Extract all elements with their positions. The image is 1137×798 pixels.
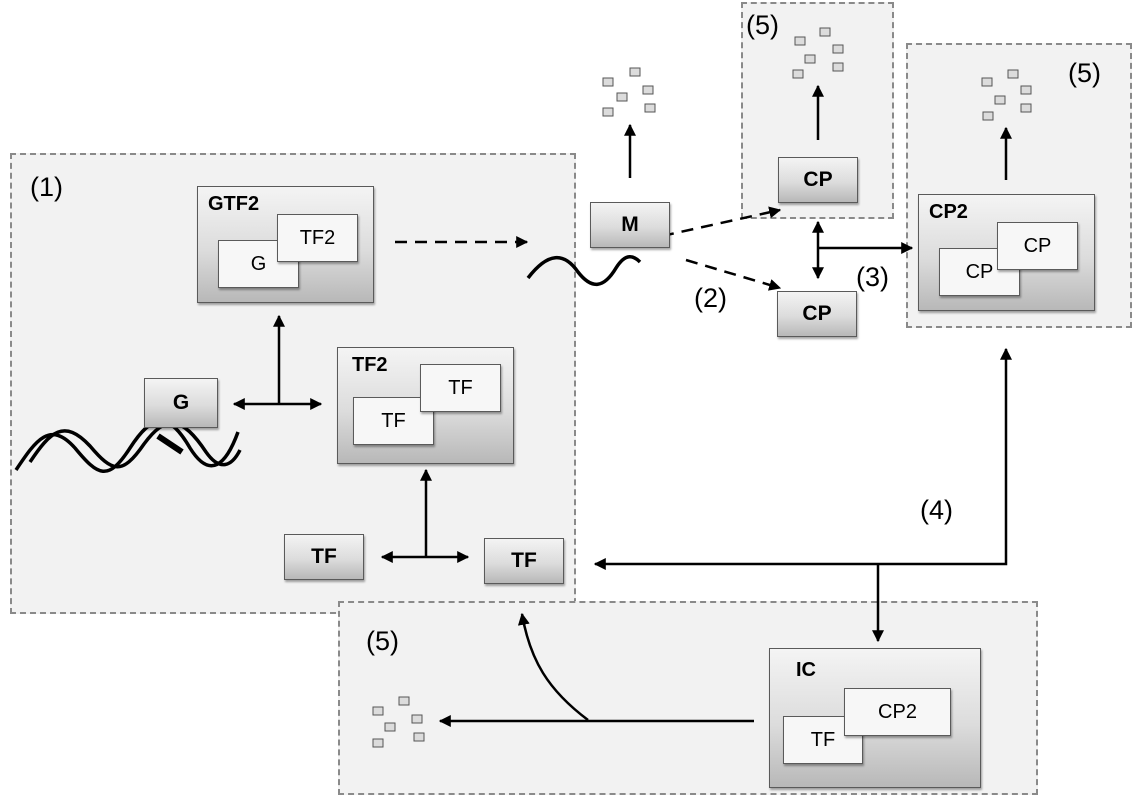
region-5-bottom-label: (5) bbox=[366, 626, 399, 656]
cp2-caption: CP2 bbox=[929, 201, 968, 223]
region-1-label: (1) bbox=[30, 172, 63, 202]
tf2-inner-tf-b: TF bbox=[420, 364, 501, 412]
cp2-inner-cp-b: CP bbox=[997, 222, 1078, 270]
step-4-label: (4) bbox=[920, 495, 953, 525]
gtf2-inner-tf2: TF2 bbox=[277, 214, 358, 262]
arrow-tf-release bbox=[517, 612, 589, 721]
region-5-top-label: (5) bbox=[746, 10, 779, 40]
ic-caption: IC bbox=[796, 659, 816, 681]
ic-inner-tf: TF bbox=[783, 716, 863, 764]
tf-right: TF bbox=[484, 538, 564, 584]
ic-inner-cp2: CP2 bbox=[844, 688, 951, 736]
region-5-right-label: (5) bbox=[1068, 58, 1101, 88]
step-2-label: (2) bbox=[694, 283, 727, 313]
gtf2-caption: GTF2 bbox=[208, 193, 260, 215]
cp-low: CP bbox=[777, 291, 857, 337]
arrow-translation-top bbox=[661, 206, 782, 238]
gene-g: G bbox=[144, 378, 218, 428]
mrna-strand bbox=[526, 255, 642, 286]
cp2-inner-cp-a: CP bbox=[939, 248, 1020, 296]
arrow-ic-to-cp2 bbox=[878, 347, 1012, 566]
arrow-translation-low bbox=[685, 258, 782, 291]
dna-strand bbox=[14, 419, 242, 473]
tf-left: TF bbox=[284, 534, 364, 580]
step-3-label: (3) bbox=[856, 262, 889, 292]
mrna-m: M bbox=[590, 202, 670, 248]
degradation-fragments bbox=[372, 27, 1032, 748]
tf2-caption: TF2 bbox=[352, 354, 388, 376]
cp-top: CP bbox=[778, 157, 858, 203]
